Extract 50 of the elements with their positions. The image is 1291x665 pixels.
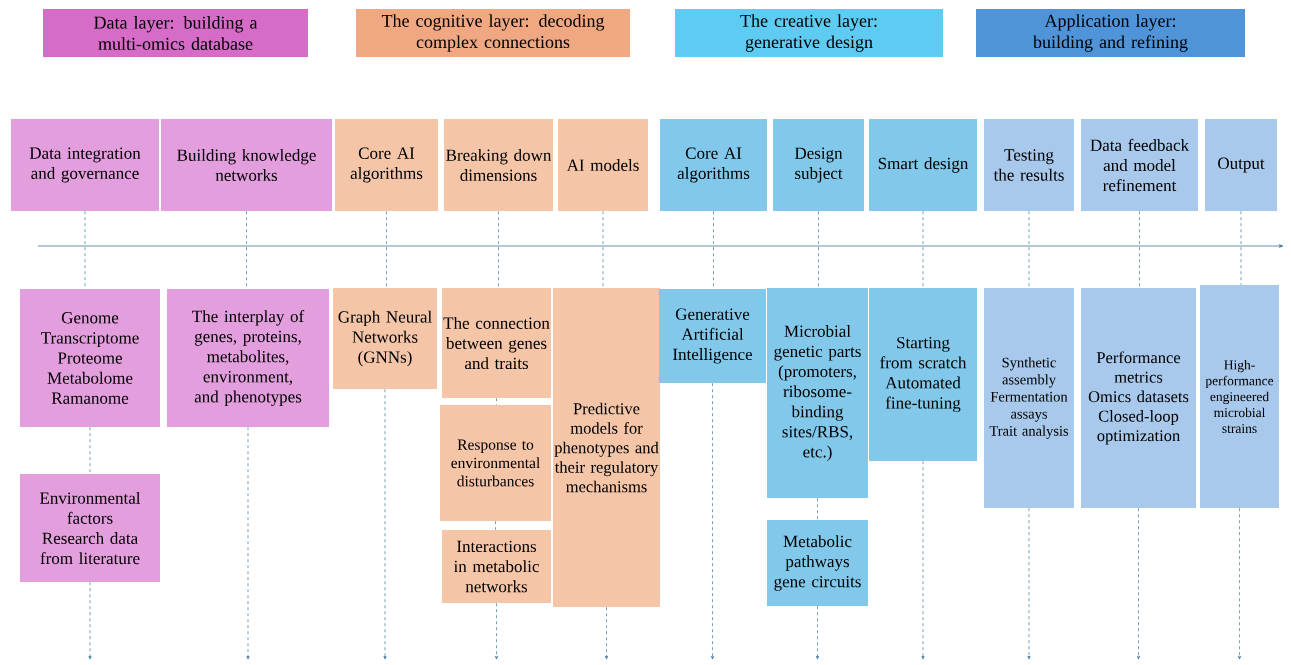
content-box: Response to environmental disturbances [440,405,551,521]
stage-box: Core AI algorithms [335,119,438,211]
node-label: Response to environmental disturbances [451,439,540,487]
content-box: Interactions in metabolic networks [442,530,551,603]
dashed-arrow [1027,507,1031,660]
content-box: Starting from scratch Automated fine-tuning [869,288,977,461]
node-label: Automated fine-tuning [885,376,961,413]
content-box: Synthetic assembly Fermentation assays Trait analysis [984,288,1074,508]
stage-box: Breaking down dimensions [444,119,553,211]
dashed-arrow [710,382,715,660]
dashed-arrow [604,606,609,660]
layer-banner: The creative layer: generative design [675,9,943,57]
content-box: The interplay of genes, proteins, metabolites, environment, and phenotypes [167,289,329,427]
content-box: Predictive models for phenotypes and their regulatory mechanisms [553,288,660,607]
stage-box: Building knowledge networks [161,119,332,211]
stage-box: AI models [558,119,648,211]
content-box: High-performance engineered microbial strains [1200,285,1279,508]
layer-banner: Data layer: building a multi-omics database [43,9,308,57]
dashed-arrow [1136,507,1141,660]
layer-banner: The cognitive layer: decoding complex connections [356,9,630,57]
stage-box: Output [1205,119,1277,211]
stage-box: Smart design [869,119,977,211]
content-box: Environmental factors Research data from literature [20,474,160,582]
content-box: Generative Artificial Intelligence [659,289,766,383]
dashed-arrow [383,388,387,660]
stage-box: Data integration and governance [11,119,159,211]
node-label: Interactions in metabolic networks [453,540,539,593]
content-box: Performance metrics Omics datasets Closed-loop optimization [1081,288,1196,508]
stage-box: Data feedback and model refinement [1081,119,1198,211]
content-box: Graph Neural Networks (GNNs) [333,288,437,389]
stage-box: Testing the results [984,119,1074,211]
content-box: The connection between genes and traits [442,288,551,398]
node-label: Building knowledge networks [177,148,316,182]
layer-banner: Application layer: building and refining [976,9,1245,57]
node-label: The connection between genes and traits [443,316,550,370]
stage-box: Design subject [773,119,864,211]
node-label: Starting from scratch [880,336,967,369]
dashed-arrow [88,581,92,660]
node-label: Data integration and governance [29,147,141,183]
node-label: Generative Artificial Intelligence [673,308,753,364]
dashed-arrow [494,602,499,660]
dashed-arrow [246,426,250,660]
dashed-arrow [815,605,820,660]
content-box: Metabolic pathways gene circuits [767,520,868,606]
dashed-arrow [1237,507,1242,660]
content-box: Genome Transcriptome Proteome Metabolome Ramanome [20,289,160,427]
node-label: Predictive models for phenotypes and their regulatory mechanisms [554,402,659,493]
stage-box: Core AI algorithms [660,119,767,211]
node-label: Microbial genetic parts (promoters, ribosome-binding sites/RBS, etc.) [774,325,861,462]
dashed-arrow [921,460,925,660]
